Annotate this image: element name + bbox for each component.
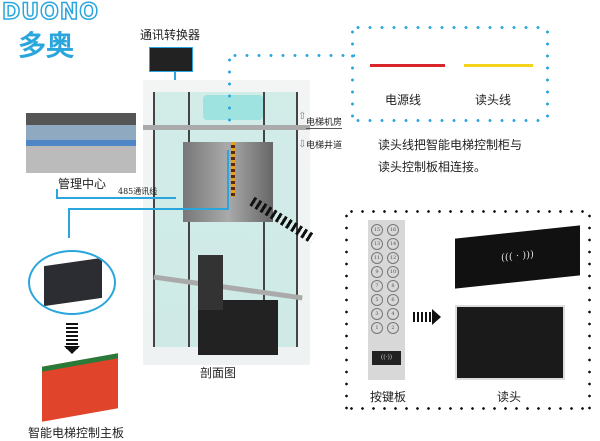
keypad-button: 16: [387, 224, 399, 236]
controller-cable: [68, 208, 228, 210]
legend-box-border: [352, 26, 548, 29]
management-center-label: 管理中心: [58, 177, 107, 191]
power-line-label: 电源线: [385, 93, 422, 107]
keypad-button: 13: [371, 238, 383, 250]
brand-logo-cn: 多奥: [18, 29, 75, 62]
right-arrow-icon: [432, 309, 441, 325]
keypad-button: 10: [387, 266, 399, 278]
keypad-button: 11: [371, 252, 383, 264]
keypad-button: 15: [371, 224, 383, 236]
keypad-label: 按键板: [370, 390, 407, 404]
down-arrow-icon: [66, 323, 78, 349]
description-line-1: 读头线把智能电梯控制柜与: [378, 138, 523, 152]
control-board-label: 智能电梯控制主板: [28, 426, 125, 440]
section-view-label: 剖面图: [200, 366, 237, 380]
management-center-image: [26, 113, 136, 173]
down-arrow-icon: ⇩: [298, 139, 307, 150]
keypad-button: 8: [387, 280, 399, 292]
converter-label: 通讯转换器: [140, 28, 201, 42]
brand-logo: DUONO: [1, 0, 99, 26]
right-arrow-icon: [413, 312, 433, 322]
keypad-reader-image: [455, 305, 565, 380]
legend-box-border: [546, 26, 549, 122]
reader-box-border: [346, 210, 592, 213]
machine-room-label: 电梯机房: [306, 115, 343, 129]
up-arrow-icon: ⇧: [298, 111, 307, 122]
keypad-button: 14: [387, 238, 399, 250]
dotted-connector: [229, 54, 355, 57]
keypad-button: 3: [371, 308, 383, 320]
keypad-button: 5: [371, 294, 383, 306]
card-reader-image: ((( · ))): [455, 225, 580, 289]
keypad-button: 4: [387, 308, 399, 320]
converter-device: [149, 47, 193, 72]
reader-line-swatch: [464, 64, 533, 67]
keypad-button: 12: [387, 252, 399, 264]
keypad-button: 2: [387, 322, 399, 334]
description-line-2: 读头控制板相连接。: [378, 160, 487, 174]
keypad-button: 7: [371, 280, 383, 292]
down-arrow-icon: [64, 346, 80, 354]
keypad-button: 6: [387, 294, 399, 306]
shaft-label: 电梯井道: [306, 141, 343, 151]
legend-box-border: [351, 26, 354, 122]
keypad-button: 9: [371, 266, 383, 278]
controller-box-image: [28, 250, 116, 315]
controller-cable: [68, 208, 70, 238]
dotted-connector: [228, 54, 231, 122]
reader-box-border: [345, 210, 348, 410]
reader-box-border: [588, 210, 591, 410]
rs485-line-label: 485通讯线: [118, 187, 158, 196]
control-board-image: [42, 353, 118, 422]
rs485-cable: [56, 197, 176, 199]
legend-box-border: [352, 119, 548, 122]
reader-label: 读头: [497, 390, 522, 404]
controller-cable: [227, 150, 229, 210]
power-line-swatch: [370, 64, 445, 67]
rs485-cable: [56, 189, 58, 198]
reader-line-label: 读头线: [475, 93, 512, 107]
reader-box-border: [346, 407, 592, 410]
keypad-button: 1: [371, 322, 383, 334]
